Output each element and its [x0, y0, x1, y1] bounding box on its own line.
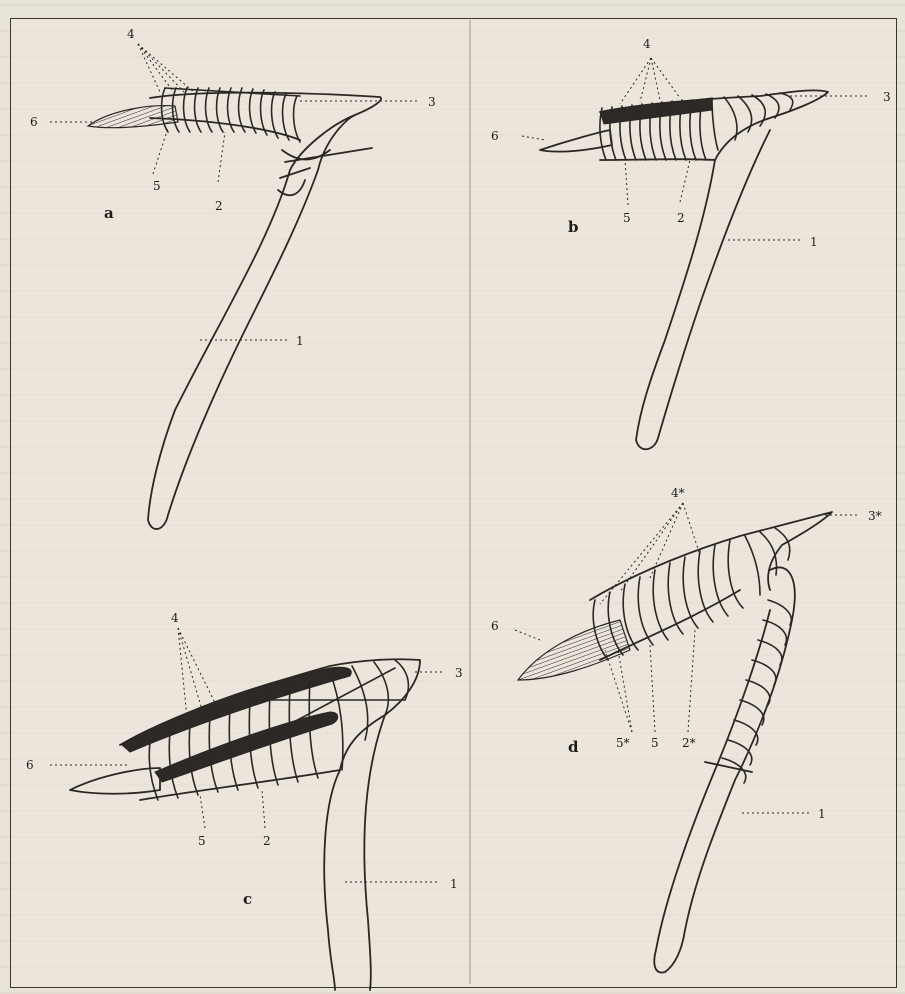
panel-b-letter: b: [568, 218, 579, 236]
panel-c-callout-6: 6: [26, 758, 34, 772]
panel-a-callout-5: 5: [153, 179, 161, 193]
panel-c-callout-1: 1: [450, 877, 458, 891]
panel-d-callout-5star: 5*: [616, 736, 630, 750]
panel-c-blade: [70, 768, 160, 794]
panel-d-callout-3star: 3*: [868, 509, 882, 523]
panel-b-dark-binding: [600, 98, 712, 124]
panel-d-callout-5: 5: [651, 736, 659, 750]
panel-c-drawing: [70, 659, 420, 990]
panel-c-handle: [324, 770, 340, 990]
panel-a-callout-3: 3: [428, 95, 436, 109]
panel-b-handle: [636, 130, 770, 449]
panel-c-leaders: [50, 628, 445, 882]
panel-a-handle: [148, 115, 355, 529]
panel-c-callout-5: 5: [198, 834, 206, 848]
panel-a-drawing: [88, 88, 381, 529]
panel-b-callout-6: 6: [491, 129, 499, 143]
panel-d-handle: [654, 567, 794, 972]
panel-d-callout-4star: 4*: [671, 486, 685, 500]
panel-b-callout-4: 4: [643, 37, 651, 51]
panel-d-blade: [518, 620, 630, 680]
panel-b-drawing: [540, 90, 828, 449]
panel-d-letter: d: [568, 738, 579, 756]
panel-c-callout-4: 4: [171, 611, 179, 625]
panel-a-callout-4: 4: [127, 27, 135, 41]
panel-d-callout-1: 1: [818, 807, 826, 821]
panel-d-callout-6: 6: [491, 619, 499, 633]
panel-a-callout-1: 1: [296, 334, 304, 348]
panel-b-leaders: [522, 58, 868, 240]
panel-a-callout-6: 6: [30, 115, 38, 129]
panel-c-letter: c: [243, 890, 252, 908]
panel-c-callout-3: 3: [455, 666, 463, 680]
panel-b-callout-1: 1: [810, 235, 818, 249]
panel-a-callout-2: 2: [215, 199, 223, 213]
panel-b-callout-3: 3: [883, 90, 891, 104]
panel-b-callout-2: 2: [677, 211, 685, 225]
panel-d-callout-2star: 2*: [682, 736, 696, 750]
panel-a-letter: a: [104, 204, 114, 222]
panel-c-callout-2: 2: [263, 834, 271, 848]
panel-d-drawing: [518, 512, 832, 973]
panel-d-haft-head: [590, 512, 832, 600]
panel-b-callout-5: 5: [623, 211, 631, 225]
